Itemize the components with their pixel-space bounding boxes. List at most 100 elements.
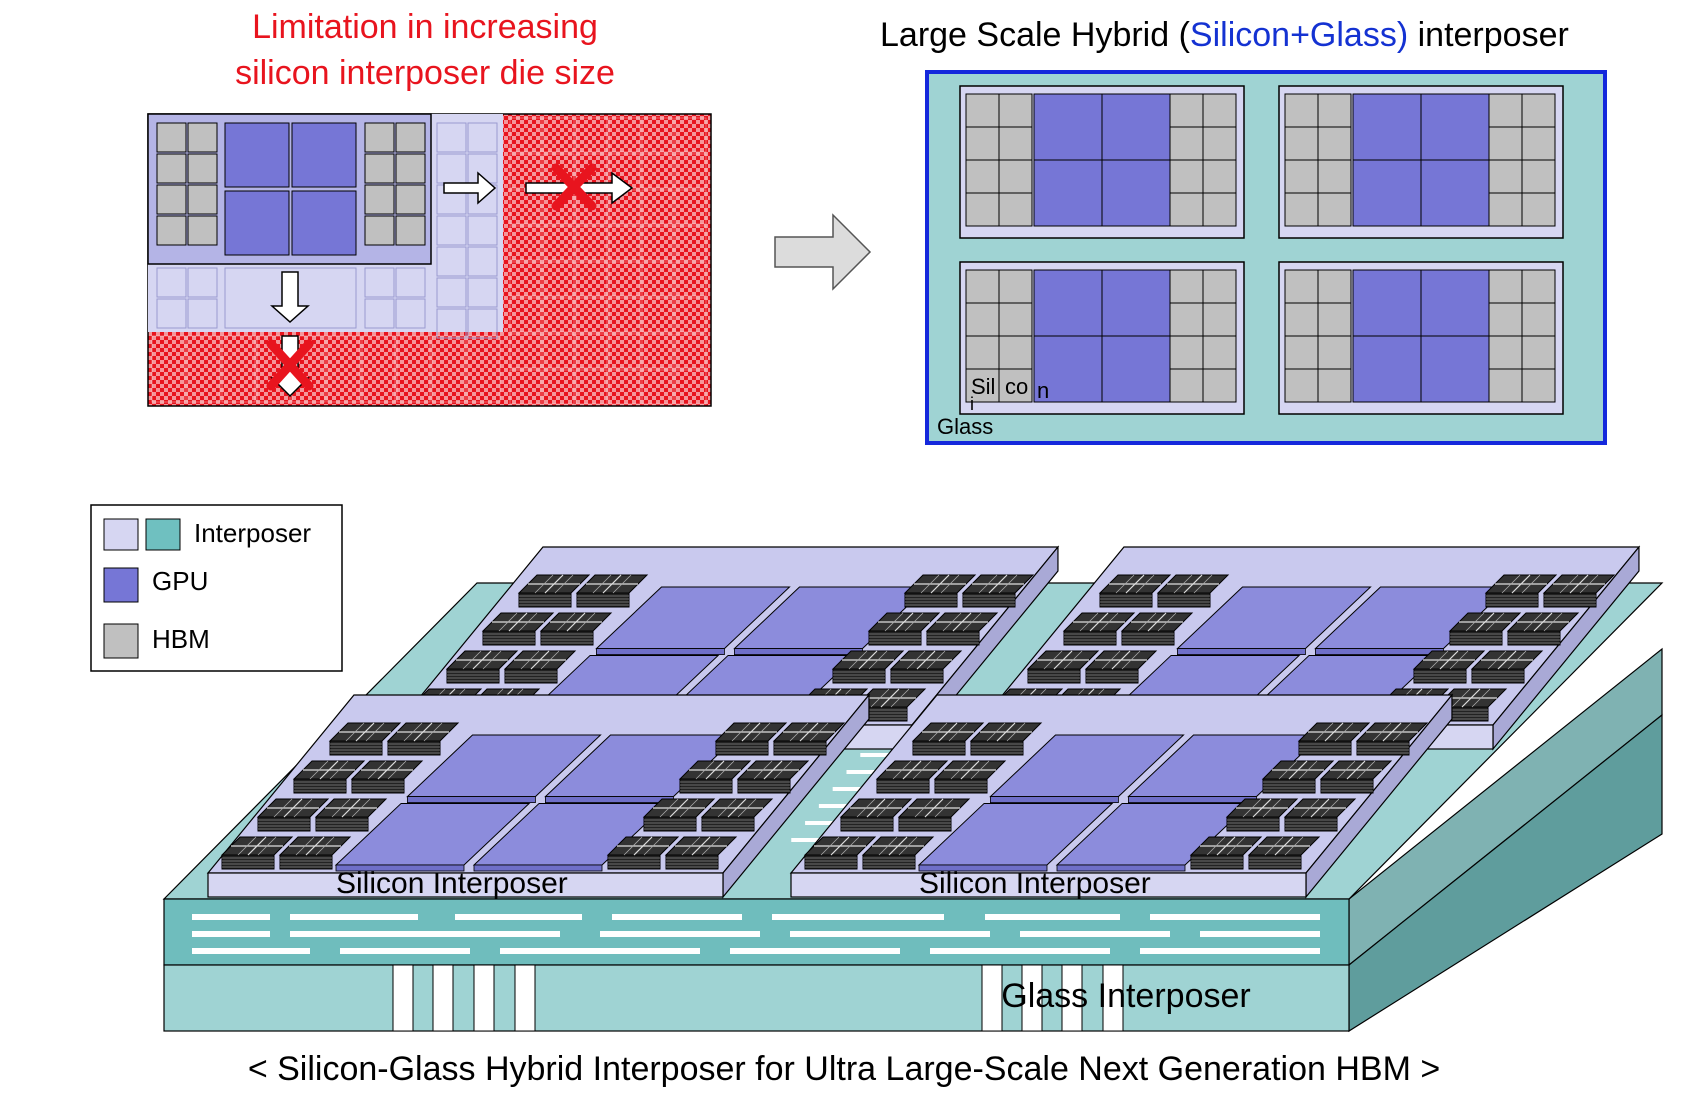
hbm-cell <box>1521 192 1556 227</box>
hatched-cell <box>431 335 466 403</box>
hbm-cell <box>1488 192 1523 227</box>
hatched-cell <box>509 225 542 261</box>
hbm-stack <box>933 760 1007 794</box>
hbm-stack <box>889 650 963 684</box>
hbm-cell <box>998 93 1033 128</box>
hbm-cell <box>1521 302 1556 337</box>
hbm-cell <box>1202 192 1237 227</box>
hbm-cell <box>998 302 1033 337</box>
hatched-cell <box>542 333 575 369</box>
silicon-interposer-front <box>207 872 724 898</box>
hbm-cell <box>1317 302 1352 337</box>
cross-mark-icon <box>551 163 597 211</box>
hbm-cell <box>965 302 1000 337</box>
extension-cell <box>364 298 395 329</box>
hbm-stack <box>606 836 680 870</box>
hatched-cell <box>396 335 431 403</box>
silicon-interposer-label: Silicon Interposer <box>336 867 568 900</box>
extension-cell <box>436 277 467 308</box>
gpu-block <box>1101 159 1171 227</box>
routing-line <box>600 931 760 937</box>
routing-line <box>1020 931 1170 937</box>
gpu-die-edge <box>918 864 1048 872</box>
hbm-cell <box>1284 159 1319 194</box>
legend: Interposer GPU HBM <box>90 504 343 672</box>
hbm-stack <box>1261 760 1335 794</box>
hbm-stack <box>925 612 999 646</box>
hatched-cell <box>608 333 641 369</box>
routing-line <box>290 931 560 937</box>
silicon-interposer-label: Silicon Interposer <box>919 867 1151 900</box>
hbm-cell <box>965 93 1000 128</box>
legend-hbm: HBM <box>152 624 210 654</box>
extension-cell <box>436 215 467 246</box>
via <box>1021 964 1043 1032</box>
hbm-cell <box>364 184 395 215</box>
hatched-cell <box>641 225 674 261</box>
gpu-block <box>1033 93 1103 161</box>
hatched-cell <box>575 261 608 297</box>
hbm-stack <box>678 760 752 794</box>
hbm-stack <box>220 836 294 870</box>
hbm-cell <box>1521 335 1556 370</box>
routing-line <box>340 948 470 954</box>
gpu-block <box>291 190 357 256</box>
hbm-stack <box>1448 612 1522 646</box>
hbm-stack <box>1120 612 1194 646</box>
hbm-cell <box>364 122 395 153</box>
gpu-die-edge <box>734 648 863 655</box>
hbm-cell <box>1202 126 1237 161</box>
hbm-stack <box>1484 574 1558 608</box>
hbm-cell <box>1521 93 1556 128</box>
hatched-cell <box>608 297 641 333</box>
via <box>514 964 536 1032</box>
routing-line <box>290 914 418 920</box>
gpu-die-edge <box>1177 648 1306 655</box>
gpu-die-edge <box>990 796 1119 803</box>
hbm-cell <box>998 368 1033 403</box>
hbm-stack <box>1247 836 1321 870</box>
limitation-diagram <box>147 113 712 407</box>
hbm-stack <box>803 836 877 870</box>
hbm-stack <box>903 574 977 608</box>
gpu-block <box>1101 269 1171 337</box>
hatched-cell <box>608 117 641 153</box>
hbm-cell <box>1169 126 1204 161</box>
hatched-cell <box>674 369 707 405</box>
hatched-cell <box>674 297 707 333</box>
extension-cell <box>364 267 395 298</box>
hbm-stack <box>1542 574 1616 608</box>
extension-cell <box>156 267 187 298</box>
hbm-cell <box>965 192 1000 227</box>
extension-cell <box>395 267 426 298</box>
glass-interposer-label: Glass Interposer <box>1001 977 1250 1015</box>
extension-cell <box>395 298 426 329</box>
hbm-cell <box>187 153 218 184</box>
hbm-stack <box>503 650 577 684</box>
hbm-cell <box>1284 269 1319 304</box>
hbm-stack <box>1297 722 1371 756</box>
hbm-stack <box>1098 574 1172 608</box>
hatched-cell <box>608 261 641 297</box>
hbm-stack <box>517 574 591 608</box>
extension-cell <box>467 122 498 153</box>
routing-line <box>772 914 944 920</box>
hatched-cell <box>674 153 707 189</box>
hbm-cell <box>1202 269 1237 304</box>
hatched-cell <box>542 369 575 405</box>
hbm-stack <box>867 612 941 646</box>
routing-line <box>612 914 742 920</box>
gpu-block <box>1033 269 1103 337</box>
hbm-cell <box>965 269 1000 304</box>
gpu-block <box>1101 335 1171 403</box>
hbm-cell <box>1169 192 1204 227</box>
gpu-block <box>1352 335 1422 403</box>
via <box>1102 964 1124 1032</box>
gpu-block <box>1352 93 1422 161</box>
legend-gpu: GPU <box>152 566 208 596</box>
hbm-cell <box>156 215 187 246</box>
gpu-block <box>1420 269 1490 337</box>
hatched-cell <box>509 117 542 153</box>
hbm-cell <box>998 192 1033 227</box>
hbm-stack <box>772 722 846 756</box>
